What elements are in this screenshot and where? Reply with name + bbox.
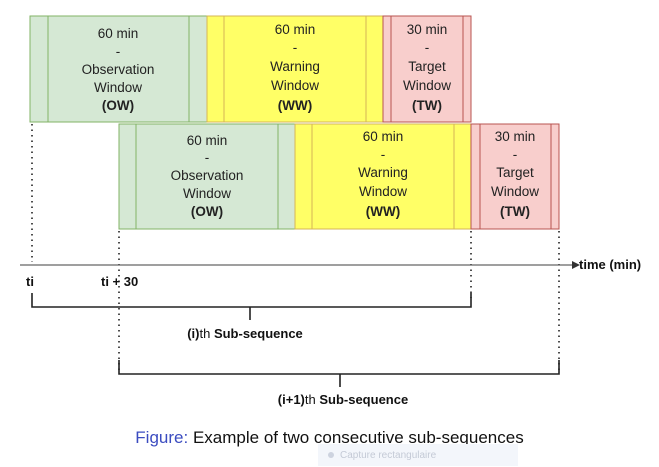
window-abbreviation: (WW) — [278, 98, 312, 113]
time-axis: time (min) ti ti + 30 — [20, 257, 641, 289]
capture-overlay-label: Capture rectangulaire — [340, 449, 437, 461]
window-abbreviation: (TW) — [412, 98, 442, 113]
warning-window-box: 60 min - Warning Window (WW) — [206, 15, 384, 123]
capture-overlay[interactable]: Capture rectangulaire — [318, 444, 518, 466]
window-label-line: - — [116, 44, 121, 59]
window-label-line: Target — [496, 165, 534, 180]
target-window-box: 30 min - Target Window (TW) — [470, 123, 560, 230]
window-abbreviation: (OW) — [102, 98, 134, 113]
tick-label-ti: ti — [26, 274, 34, 289]
window-label-line: Window — [403, 78, 451, 93]
sequence-1: 60 min - Observation Window (OW) 60 min … — [29, 15, 472, 123]
window-label-line: - — [513, 147, 518, 162]
window-label-line: Window — [94, 80, 142, 95]
window-abbreviation: (TW) — [500, 204, 530, 219]
window-label-line: 30 min — [495, 129, 536, 144]
window-label-line: Observation — [171, 168, 244, 183]
window-label-line: Window — [183, 186, 231, 201]
window-label-line: Window — [359, 184, 407, 199]
window-label-line: Observation — [82, 62, 155, 77]
window-abbreviation: (OW) — [191, 204, 223, 219]
subsequence-brace-1 — [31, 293, 472, 320]
tick-label-ti-30: ti + 30 — [101, 274, 138, 289]
window-label-line: 60 min — [363, 129, 404, 144]
window-label-line: Window — [271, 78, 319, 93]
window-label-line: 60 min — [187, 133, 228, 148]
observation-window-box: 60 min - Observation Window (OW) — [29, 15, 208, 123]
observation-window-box: 60 min - Observation Window (OW) — [118, 123, 296, 230]
time-axis-label: time (min) — [579, 257, 641, 272]
window-label-line: 60 min — [275, 22, 316, 37]
subsequence-brace-2 — [118, 360, 560, 387]
figure-caption: Figure: Example of two consecutive sub-s… — [0, 428, 659, 448]
subsequence-label-2: (i+1)th Sub-sequence — [278, 392, 408, 407]
subsequence-diagram: 60 min - Observation Window (OW) 60 min … — [20, 15, 641, 407]
arrow-head-icon — [572, 261, 580, 269]
window-label-line: - — [425, 40, 430, 55]
record-dot-icon — [328, 452, 334, 458]
subsequence-label-1: (i)th Sub-sequence — [187, 326, 303, 341]
caption-text: Example of two consecutive sub-sequences — [192, 428, 524, 447]
window-abbreviation: (WW) — [366, 204, 400, 219]
window-label-line: 30 min — [407, 22, 448, 37]
window-label-line: Target — [408, 59, 446, 74]
window-label-line: 60 min — [98, 26, 139, 41]
window-label-line: Warning — [358, 165, 408, 180]
window-label-line: - — [293, 40, 298, 55]
window-label-line: - — [205, 150, 210, 165]
warning-window-box: 60 min - Warning Window (WW) — [294, 123, 472, 230]
sequence-2: 60 min - Observation Window (OW) 60 min … — [118, 123, 560, 230]
window-label-line: Warning — [270, 59, 320, 74]
window-label-line: Window — [491, 184, 539, 199]
target-window-box: 30 min - Target Window (TW) — [382, 15, 472, 123]
caption-label: Figure: — [135, 428, 189, 447]
window-label-line: - — [381, 147, 386, 162]
